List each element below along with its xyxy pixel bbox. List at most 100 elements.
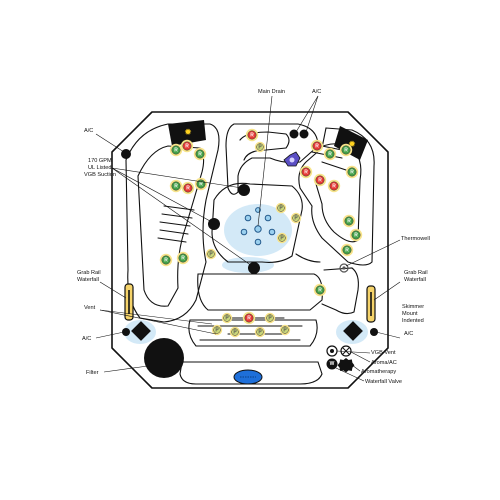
label-skimmer-1: Skimmer bbox=[402, 304, 424, 310]
jet-letter: R bbox=[328, 151, 332, 157]
pulse-jet: P bbox=[254, 141, 266, 153]
jet-face bbox=[342, 245, 352, 255]
jet-letter: R bbox=[174, 183, 178, 189]
red-therapy-jet: R bbox=[327, 179, 341, 193]
label-filter: Filter bbox=[86, 370, 99, 376]
jet-letter: R bbox=[174, 147, 178, 153]
jet-letter: P bbox=[280, 235, 284, 241]
labels: Main Drain A/C A/C 170 GPM UL Listed VGB… bbox=[77, 89, 430, 385]
jet-letter: R bbox=[250, 132, 254, 138]
label-grab-right-2: Waterfall bbox=[404, 277, 426, 283]
label-vent: Vent bbox=[84, 305, 96, 311]
ac-fitting-top-2 bbox=[299, 129, 309, 139]
jet-face bbox=[315, 285, 325, 295]
pulse-jet: P bbox=[211, 324, 223, 336]
diverter-valve bbox=[283, 151, 301, 167]
jet-face bbox=[223, 314, 231, 322]
green-therapy-jet: R bbox=[339, 143, 353, 157]
jet-letter: P bbox=[225, 315, 229, 321]
red-therapy-jet: R bbox=[299, 165, 313, 179]
jet-face bbox=[171, 181, 181, 191]
jet-letter: P bbox=[258, 329, 262, 335]
label-vgb-vent: VGB Vent bbox=[371, 350, 396, 356]
jet-letter: P bbox=[258, 144, 262, 150]
jet-letter: P bbox=[215, 327, 219, 333]
control-fittings: W bbox=[326, 345, 371, 382]
red-therapy-jet: R bbox=[245, 128, 259, 142]
jet-letter: R bbox=[345, 247, 349, 253]
red-therapy-jet: R bbox=[242, 311, 256, 325]
jet-face bbox=[351, 230, 361, 240]
pulse-jet: P bbox=[205, 248, 217, 260]
pulse-jet: P bbox=[279, 324, 291, 336]
red-therapy-jet: R bbox=[180, 139, 194, 153]
green-therapy-jet: R bbox=[340, 243, 354, 257]
label-ac-top: A/C bbox=[312, 89, 321, 95]
jet-letter: R bbox=[347, 218, 351, 224]
leader-lines bbox=[95, 95, 401, 373]
label-thermowell: Thermowell bbox=[401, 236, 430, 242]
jet-letter: P bbox=[294, 215, 298, 221]
lounge-pillow-right: ✹ bbox=[334, 126, 368, 160]
jet-face bbox=[347, 167, 357, 177]
label-grab-right-1: Grab Rail bbox=[404, 270, 428, 276]
thermowell bbox=[339, 263, 349, 273]
jet-letter: R bbox=[318, 287, 322, 293]
jet-face bbox=[341, 145, 351, 155]
jet-letter: R bbox=[344, 147, 348, 153]
jet-face bbox=[178, 253, 188, 263]
grab-rail-waterfall-left bbox=[124, 283, 134, 321]
jet-face bbox=[315, 175, 325, 185]
jet-face bbox=[281, 326, 289, 334]
jet-letter: R bbox=[186, 185, 190, 191]
jet-letter: R bbox=[354, 232, 358, 238]
pillow-light-icon: ✹ bbox=[348, 139, 356, 149]
jet-letter: R bbox=[199, 181, 203, 187]
jet-letter: P bbox=[209, 251, 213, 257]
jet-face bbox=[277, 204, 285, 212]
tub-shell-outline bbox=[111, 111, 389, 389]
pulse-jet: P bbox=[254, 326, 266, 338]
jet-face bbox=[301, 167, 311, 177]
jet-face bbox=[312, 141, 322, 151]
label-main-drain: Main Drain bbox=[258, 89, 285, 95]
green-therapy-jet: R bbox=[194, 177, 208, 191]
grab-rail-waterfall-right bbox=[366, 285, 376, 323]
jet-face bbox=[325, 149, 335, 159]
jet-face bbox=[195, 149, 205, 159]
jet-face bbox=[329, 181, 339, 191]
label-grab-left-1: Grab Rail bbox=[77, 270, 101, 276]
ac-fitting-right bbox=[370, 328, 378, 336]
lounge-pillow-left: ✹ bbox=[168, 120, 206, 146]
jet-letter: P bbox=[268, 315, 272, 321]
jet-face bbox=[182, 141, 192, 151]
jet-face bbox=[292, 214, 300, 222]
jet-face bbox=[344, 216, 354, 226]
jet-letter: P bbox=[233, 329, 237, 335]
label-gpm-1: 170 GPM bbox=[88, 158, 112, 164]
label-aroma-ac: Aroma/AC bbox=[371, 360, 397, 366]
green-therapy-jet: R bbox=[176, 251, 190, 265]
jet-letter: R bbox=[185, 143, 189, 149]
filter-housing bbox=[144, 338, 184, 378]
green-therapy-jet: R bbox=[159, 253, 173, 267]
ac-fitting-left-top bbox=[121, 149, 131, 159]
jet-letter: R bbox=[304, 169, 308, 175]
label-skimmer-3: Indented bbox=[402, 318, 424, 324]
underwater-light bbox=[233, 369, 263, 385]
jet-letter: R bbox=[332, 183, 336, 189]
pulse-jet: P bbox=[264, 312, 276, 324]
jet-face bbox=[171, 145, 181, 155]
ac-fitting-left-bottom bbox=[122, 328, 130, 336]
ac-fitting-top-1 bbox=[289, 129, 299, 139]
green-therapy-jet: R bbox=[323, 147, 337, 161]
label-ac-left-bottom: A/C bbox=[82, 336, 91, 342]
pulse-jet: P bbox=[290, 212, 302, 224]
jet-letter: R bbox=[318, 177, 322, 183]
green-therapy-jet: R bbox=[342, 214, 356, 228]
jet-face bbox=[244, 313, 254, 323]
pulse-jet: P bbox=[221, 312, 233, 324]
label-ac-left-top: A/C bbox=[84, 128, 93, 134]
